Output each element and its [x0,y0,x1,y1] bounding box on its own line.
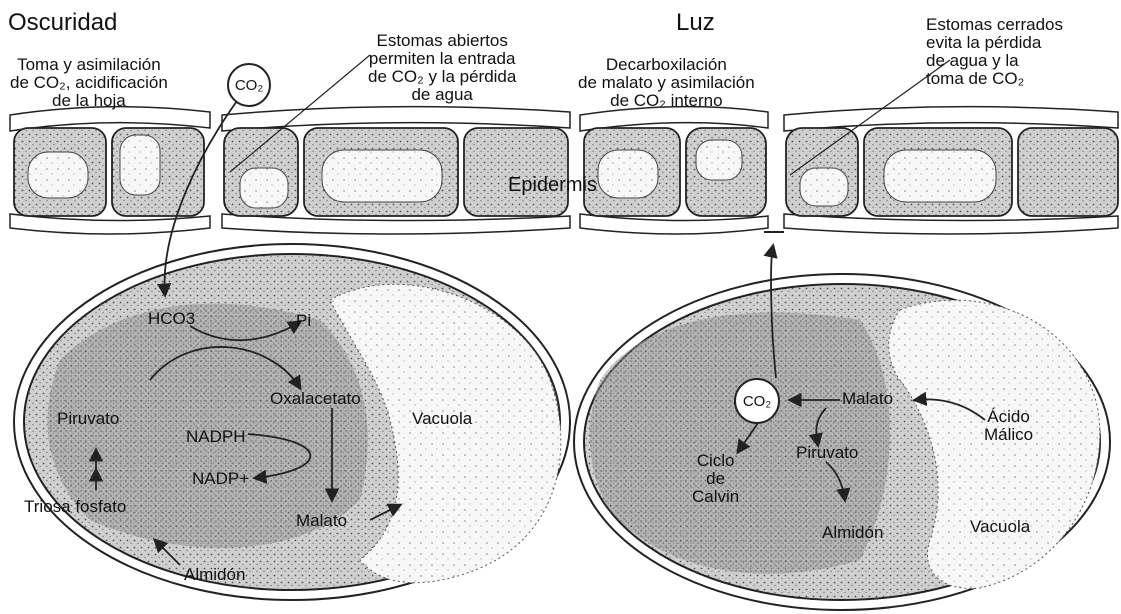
oxalacetato-label: Oxalacetato [270,390,361,408]
almidon-label-dark: Almidón [184,566,245,584]
cell-vacuole [120,135,160,195]
vacuola-label-dark: Vacuola [412,410,472,428]
pi-label: Pi [296,312,311,330]
epidermal-cell [464,128,568,216]
cell-vacuole [800,168,848,206]
nadp-label: NADP+ [192,470,249,488]
almidon-label-light: Almidón [822,524,883,542]
epidermal-cell [1018,128,1118,216]
cell-vacuole [322,150,442,202]
epidermis-left [10,107,570,234]
title-light: Luz [676,10,715,36]
cell-vacuole [884,150,996,202]
title-dark: Oscuridad [8,10,117,36]
vacuola-label-light: Vacuola [970,518,1030,536]
cell-vacuole [696,140,742,180]
piruvato-label-light: Piruvato [796,444,858,462]
cell-vacuole [598,150,658,198]
epidermis-label: Epidermis [508,176,597,194]
cell-vacuole [240,168,288,208]
hco3-label: HCO3 [148,310,195,328]
triosa-label: Triosa fosfato [24,498,126,516]
co2-circle-dark: CO₂ [227,63,271,107]
co2-circle-light: CO₂ [734,378,780,424]
malato-label-light: Malato [842,390,893,408]
cell-vacuole [28,152,88,198]
epidermis-right [580,107,1118,234]
nadph-label: NADPH [186,428,246,446]
piruvato-label-dark: Piruvato [57,410,119,428]
malato-label-dark: Malato [296,512,347,530]
